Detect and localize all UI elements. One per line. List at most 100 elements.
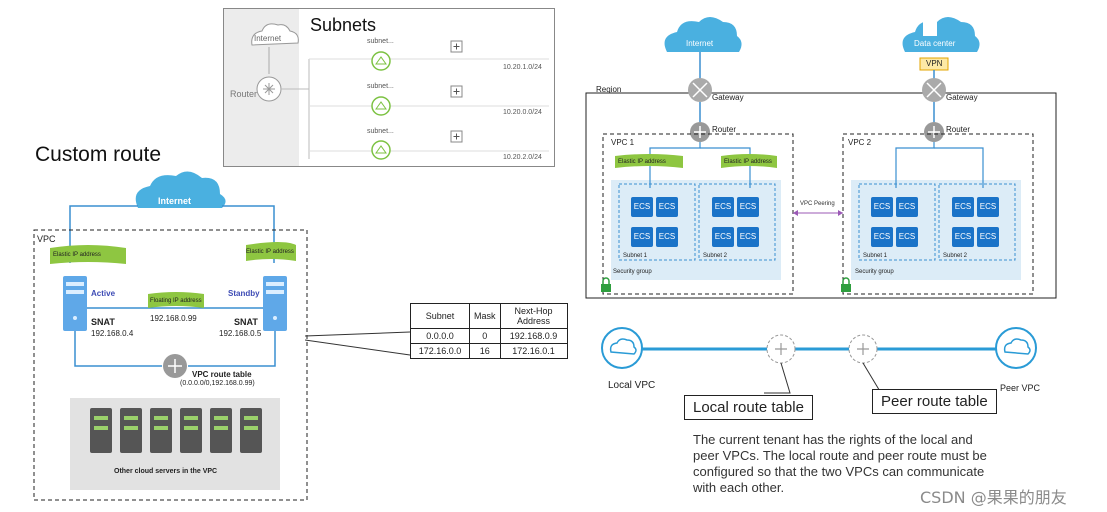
ecs-chip: ECS <box>977 227 999 247</box>
cr-internet-label: Internet <box>158 196 192 206</box>
peer-route-table-callout: Peer route table <box>872 389 997 414</box>
ecs-chip: ECS <box>631 197 653 217</box>
vpc-peering-diagram <box>585 17 1057 299</box>
local-peer-description: The current tenant has the rights of the… <box>693 432 987 495</box>
cr-servers-label: Other cloud servers in the VPC <box>114 468 218 475</box>
add-subnet-button <box>450 85 463 98</box>
vpc1-boundary <box>602 133 794 295</box>
internet-cloud-icon <box>251 23 299 46</box>
route-table-cell: 0.0.0.0 <box>410 328 470 344</box>
route-table-cell: 192.168.0.9 <box>499 328 568 344</box>
cr-route-table-value: (0.0.0.0/0,192.168.0.99) <box>180 380 255 387</box>
route-table-cell: 16 <box>469 343 501 359</box>
vp-peering-label: VPC Peering <box>800 201 835 207</box>
peer-vpc-label: Peer VPC <box>1000 383 1041 393</box>
local-route-add-icon <box>766 334 796 364</box>
eip-tag-right <box>246 242 296 261</box>
ecs-chip: ECS <box>952 227 974 247</box>
ecs-chip: ECS <box>631 227 653 247</box>
route-table-cell: 172.16.0.0 <box>410 343 470 359</box>
cr-floating-ip-label: Floating IP address <box>150 298 202 304</box>
cr-snat-right: SNAT <box>234 317 258 327</box>
vp-vpc2-label: VPC 2 <box>848 138 872 147</box>
floating-ip-tag <box>148 292 204 308</box>
subnets-title: Subnets <box>310 15 377 35</box>
route-table-row: 172.16.0.0 16 172.16.0.1 <box>410 343 568 359</box>
ecs-chip: ECS <box>712 227 734 247</box>
building-icon <box>923 18 937 36</box>
vp-eip1-label: Elastic IP address <box>618 159 666 165</box>
route-table-header: Subnet Mask Next-Hop Address <box>410 303 568 329</box>
region-boundary <box>585 92 1057 299</box>
subnet-icon <box>371 140 391 160</box>
route-table-connector <box>305 331 411 356</box>
vp-vpc1-label: VPC 1 <box>611 138 635 147</box>
cr-floating-ip-value: 192.168.0.99 <box>150 314 197 323</box>
eip-tag-left <box>50 245 126 264</box>
local-vpc-icon <box>601 327 643 369</box>
ecs-chip: ECS <box>977 197 999 217</box>
security-group-lock-icon <box>601 277 611 292</box>
internet-cloud-icon <box>135 171 226 208</box>
add-subnet-button <box>450 130 463 143</box>
cr-route-table-label: VPC route table <box>192 370 252 379</box>
route-table-cell: 172.16.0.1 <box>499 343 568 359</box>
vp-security-group: Security group <box>855 269 894 275</box>
subnet-icon <box>371 96 391 116</box>
vp-router-left: Router <box>712 125 737 134</box>
route-table-row: 0.0.0.0 0 192.168.0.9 <box>410 328 568 344</box>
ecs-chip: ECS <box>737 197 759 217</box>
vp-subnet-label: Subnet 1 <box>863 253 888 259</box>
custom-route-title: Custom route <box>35 143 162 166</box>
ecs-chip: ECS <box>656 227 678 247</box>
route-table-cell: 0 <box>469 328 501 344</box>
cr-snat-right-ip: 192.168.0.5 <box>219 329 262 338</box>
vpc-boundary <box>33 229 308 501</box>
vp-eip2-label: Elastic IP address <box>724 159 772 165</box>
subnet-cidr: 10.20.1.0/24 <box>503 64 542 71</box>
add-subnet-button <box>450 40 463 53</box>
subnets-panel: Subnets Internet Router subnet... 10.20.… <box>223 8 555 167</box>
subnets-router-label: Router <box>230 89 258 99</box>
snat-server-right-icon <box>263 276 287 331</box>
ecs-chip: ECS <box>712 197 734 217</box>
local-route-table-callout: Local route table <box>684 395 813 420</box>
vp-gateway-left: Gateway <box>712 93 744 102</box>
snat-server-left-icon <box>63 276 87 331</box>
route-table: Subnet Mask Next-Hop Address 0.0.0.0 0 1… <box>410 303 568 359</box>
peer-vpc-icon <box>995 327 1037 369</box>
ecs-chip: ECS <box>896 197 918 217</box>
vp-datacenter-label: Data center <box>914 39 956 48</box>
csdn-watermark: CSDN @果果的朋友 <box>920 488 1067 507</box>
cr-snat-left-ip: 192.168.0.4 <box>91 329 134 338</box>
vp-vpn-label: VPN <box>926 59 943 68</box>
vp-subnet-label: Subnet 2 <box>703 253 728 259</box>
vp-internet-label: Internet <box>686 39 714 48</box>
cr-vpc-label: VPC <box>37 234 56 244</box>
subnet-name: subnet... <box>367 128 394 135</box>
ecs-chip: ECS <box>871 227 893 247</box>
cr-snat-left: SNAT <box>91 317 115 327</box>
vp-router-right: Router <box>946 125 971 134</box>
subnet-name: subnet... <box>367 38 394 45</box>
ecs-chip: ECS <box>871 197 893 217</box>
eip-tag-left <box>615 154 683 168</box>
subnet-icon <box>371 51 391 71</box>
local-vpc-label: Local VPC <box>608 380 656 391</box>
route-table-header-cell: Subnet <box>410 303 470 329</box>
ecs-chip: ECS <box>952 197 974 217</box>
cr-active-label: Active <box>91 289 116 298</box>
cr-standby-label: Standby <box>228 289 260 298</box>
local-peer-diagram <box>601 327 1037 394</box>
route-table-header-cell: Next-Hop Address <box>499 303 568 329</box>
subnet-cidr: 10.20.2.0/24 <box>503 154 542 161</box>
ecs-chip: ECS <box>656 197 678 217</box>
custom-route-diagram <box>33 171 308 501</box>
route-table-header-cell: Mask <box>469 303 501 329</box>
internet-cloud-icon <box>664 17 742 52</box>
vpc2-boundary <box>842 133 1034 295</box>
ecs-chip: ECS <box>737 227 759 247</box>
subnet-cidr: 10.20.0.0/24 <box>503 109 542 116</box>
cr-eip-left: Elastic IP address <box>53 252 101 258</box>
security-group-lock-icon <box>841 277 851 292</box>
